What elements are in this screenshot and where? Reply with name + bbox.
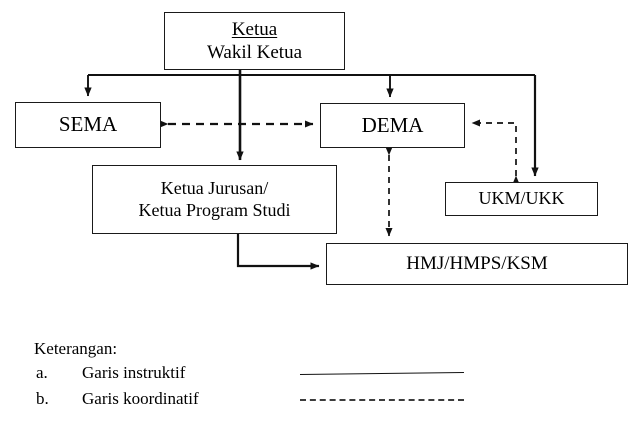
legend-sample-solid-line	[299, 371, 465, 379]
node-ketua-line-1: Ketua	[231, 18, 278, 40]
legend-marker-b: b.	[36, 389, 49, 408]
legend-sample-dashed-line	[300, 399, 464, 404]
node-hmj-hmps-ksm-label: HMJ/HMPS/KSM	[406, 253, 548, 275]
legend-label-koordinatif: Garis koordinatif	[82, 389, 199, 408]
edge-kajur-to-hmj	[236, 234, 320, 270]
node-hmj-hmps-ksm[interactable]: HMJ/HMPS/KSM	[326, 243, 628, 285]
node-ketua[interactable]: Ketua Wakil Ketua	[164, 12, 345, 70]
node-ketua-line-2: Wakil Ketua	[206, 42, 303, 63]
node-sema-label: SEMA	[58, 112, 118, 137]
node-dema[interactable]: DEMA	[320, 103, 465, 148]
node-ketua-jurusan-line-2: Ketua Program Studi	[138, 199, 291, 220]
legend-marker-a: a.	[36, 363, 48, 382]
legend-title: Keterangan:	[34, 339, 118, 358]
node-ukm-ukk[interactable]: UKM/UKK	[445, 182, 598, 216]
node-ukm-ukk-label: UKM/UKK	[478, 188, 565, 209]
edge-ukm-dema-coordinative	[471, 119, 520, 185]
legend-item-koordinatif: b. Garis koordinatif	[34, 390, 474, 412]
legend-item-instruktif: a. Garis instruktif	[34, 364, 474, 386]
node-ketua-jurusan-line-1: Ketua Jurusan/	[160, 177, 269, 198]
node-sema[interactable]: SEMA	[15, 102, 161, 148]
legend-label-instruktif: Garis instruktif	[82, 363, 186, 382]
node-ketua-jurusan[interactable]: Ketua Jurusan/ Ketua Program Studi	[92, 165, 337, 234]
node-dema-label: DEMA	[361, 112, 424, 137]
